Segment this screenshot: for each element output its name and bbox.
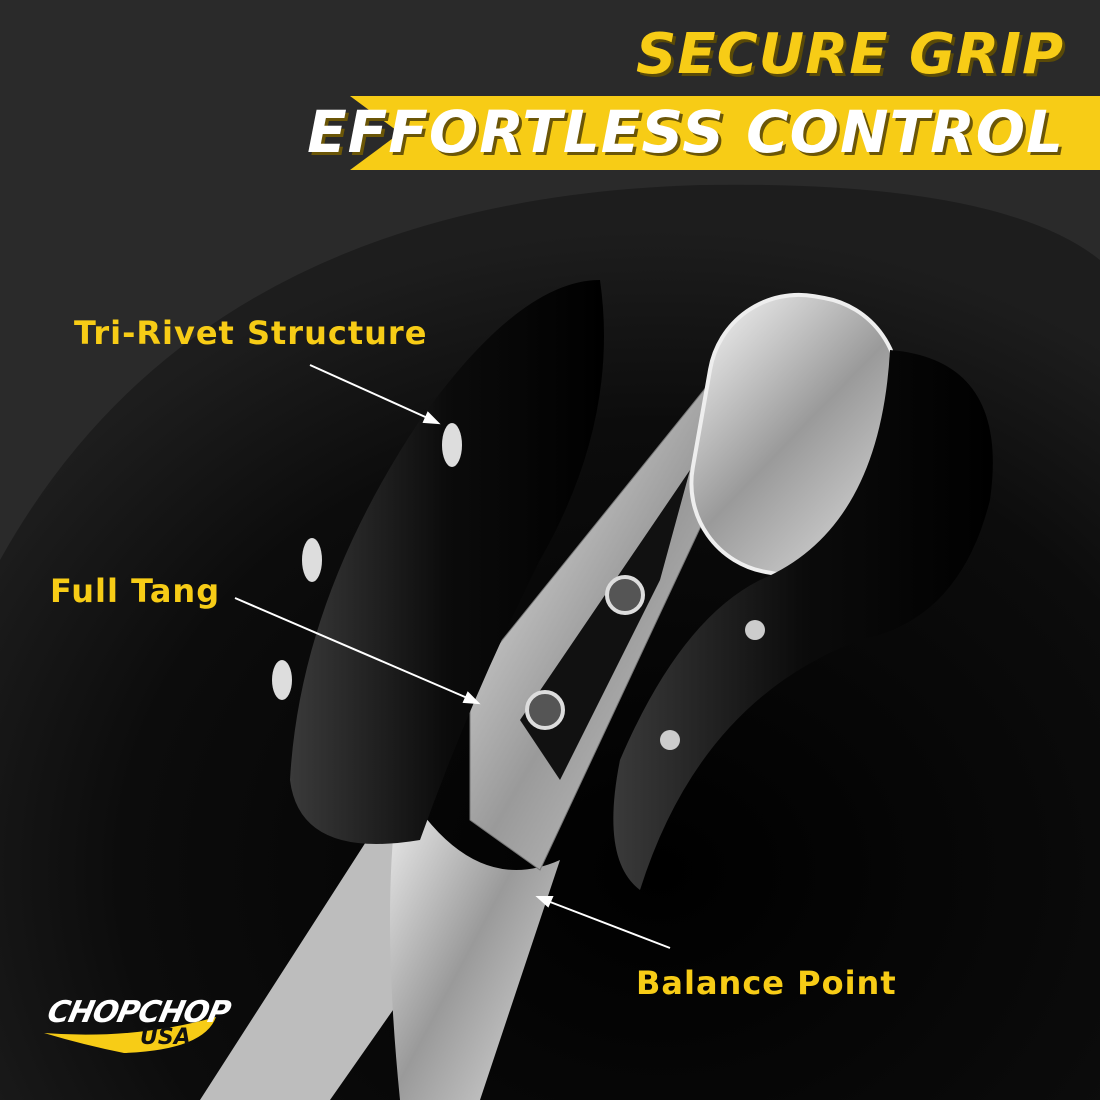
bolster [390,780,560,1100]
brand-logo: CHOPCHOP USA [44,995,233,1055]
logo-name: CHOPCHOP [44,995,233,1030]
banner-text: EFFORTLESS CONTROL [307,98,1064,166]
rivet [442,423,462,467]
tang-hole [525,690,565,730]
rivet [745,620,765,640]
callout-full-tang: Full Tang [50,572,221,610]
banner-ribbon [350,96,1100,170]
left-handle-scale [290,280,604,844]
logo-sub: USA [140,1025,191,1050]
rivet [302,538,322,582]
callout-arrows [234,364,671,949]
callout-tri-rivet: Tri-Rivet Structure [74,314,428,352]
rivet [660,730,680,750]
right-handle-scale [613,350,993,890]
callout-balance-point: Balance Point [636,964,897,1002]
rivet [272,660,292,700]
tang-hole [605,575,645,615]
logo-swoosh [44,1017,216,1053]
headline: SECURE GRIP [636,22,1064,87]
